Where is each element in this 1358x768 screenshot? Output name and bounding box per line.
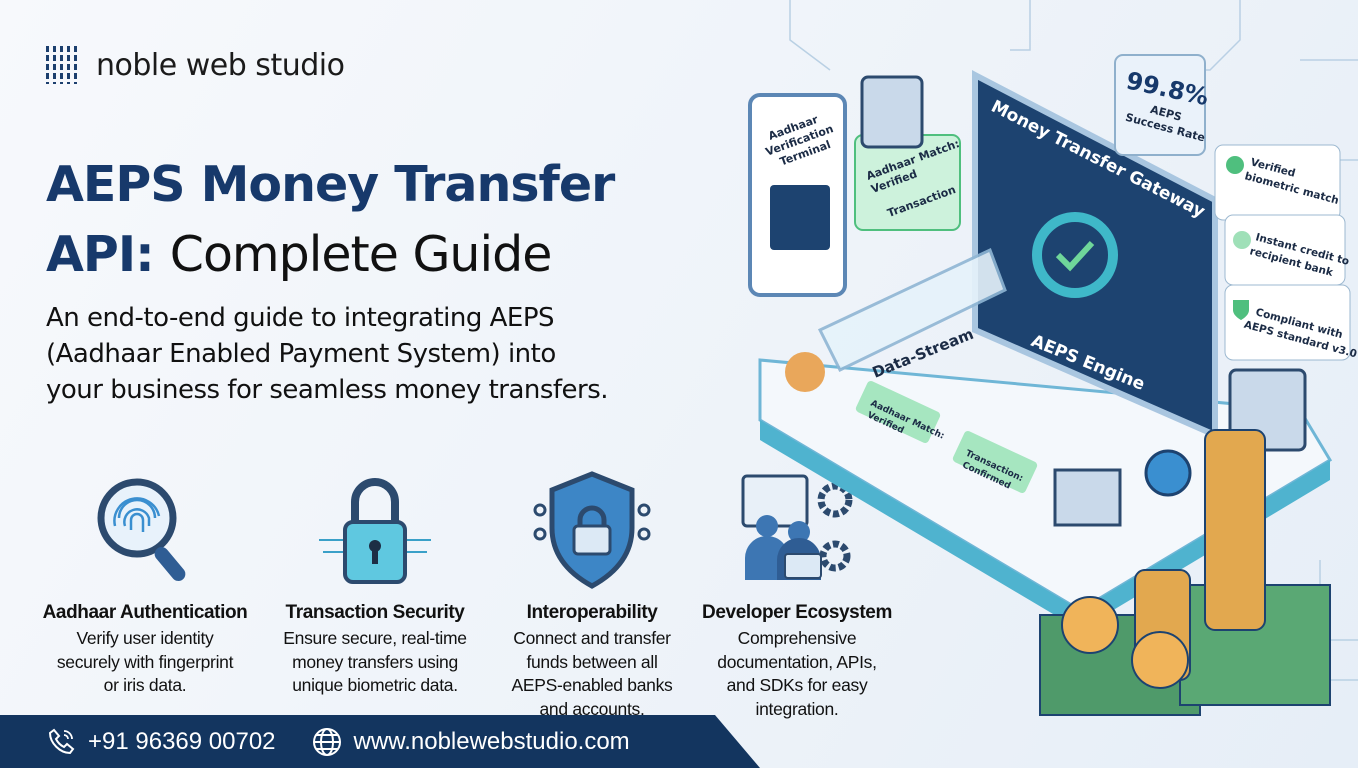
subtitle-line: your business for seamless money transfe… bbox=[46, 375, 609, 405]
phone-link[interactable]: +91 96369 00702 bbox=[46, 727, 276, 757]
padlock-circuit-icon bbox=[319, 478, 431, 584]
developers-gears-icon bbox=[741, 474, 853, 580]
title-light-part: Complete Guide bbox=[169, 226, 553, 283]
feature-transaction-security: Transaction Security Ensure secure, real… bbox=[260, 470, 490, 698]
shield-lock-icon bbox=[533, 471, 651, 589]
feature-aadhaar-authentication: Aadhaar Authentication Verify user ident… bbox=[30, 470, 260, 698]
brand-name: noble web studio bbox=[96, 47, 345, 83]
check-list: Verifiedbiometric match Instant credit t… bbox=[1214, 144, 1358, 361]
barcode-lines-icon bbox=[46, 46, 82, 84]
feature-title: Transaction Security bbox=[285, 602, 465, 623]
fingerprint-scanner bbox=[770, 185, 830, 250]
safe-icon bbox=[860, 75, 924, 149]
data-tube bbox=[817, 247, 1007, 372]
subtitle-line: (Aadhaar Enabled Payment System) into bbox=[46, 339, 556, 369]
tag-match bbox=[855, 381, 941, 443]
feature-title: Aadhaar Authentication bbox=[42, 602, 248, 623]
title-bold-part: API: bbox=[46, 226, 155, 283]
feature-title: Developer Ecosystem bbox=[702, 602, 892, 623]
money-bag-icon bbox=[785, 352, 825, 392]
check-icon bbox=[1055, 240, 1095, 272]
success-rate-bubble bbox=[1114, 54, 1206, 156]
title-line-2: API: Complete Guide bbox=[46, 220, 614, 290]
subtitle: An end-to-end guide to integrating AEPS … bbox=[46, 300, 736, 408]
phone-icon bbox=[48, 728, 75, 754]
globe-icon bbox=[312, 727, 341, 756]
coins-and-cash bbox=[1039, 429, 1331, 716]
aeps-gateway-illustration: Money Transfer Gateway AEPS Engine Aadha… bbox=[748, 0, 1358, 716]
engine-ring bbox=[1032, 212, 1118, 298]
brand-logo: noble web studio bbox=[46, 46, 345, 84]
website-url: www.noblewebstudio.com bbox=[353, 727, 630, 755]
website-link[interactable]: www.noblewebstudio.com bbox=[312, 727, 630, 757]
feature-title: Interoperability bbox=[526, 602, 658, 623]
subtitle-line: An end-to-end guide to integrating AEPS bbox=[46, 303, 555, 333]
phone-number: +91 96369 00702 bbox=[88, 727, 276, 755]
title-line-1: AEPS Money Transfer bbox=[46, 156, 615, 213]
terminal-label: AadhaarVerificationTerminal bbox=[759, 109, 840, 172]
fingerprint-magnifier-icon bbox=[97, 478, 186, 581]
tag-confirmed bbox=[952, 431, 1038, 493]
rupee-coin-icon bbox=[1144, 449, 1192, 497]
bank-icon bbox=[1053, 468, 1122, 527]
page-title: AEPS Money Transfer API: Complete Guide bbox=[46, 150, 615, 290]
contact-footer: +91 96369 00702 www.noblewebstudio.com bbox=[0, 715, 760, 768]
